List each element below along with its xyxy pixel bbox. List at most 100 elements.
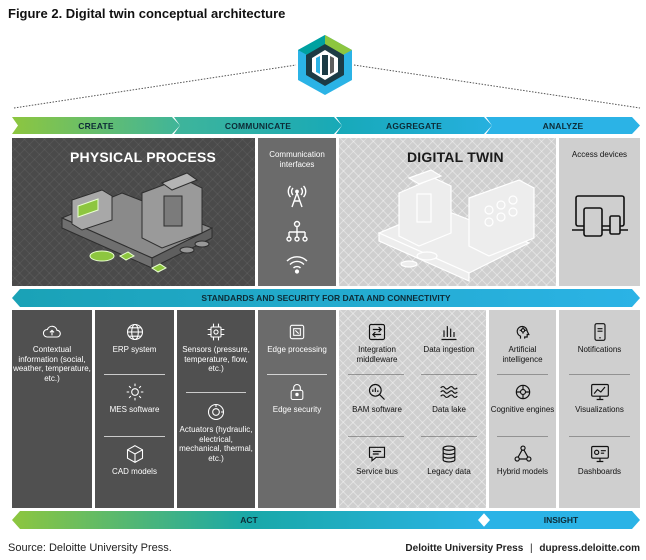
notifications-item: Notifications (559, 322, 640, 355)
integration-item: Integration middleware (339, 322, 415, 364)
standards-banner: STANDARDS AND SECURITY FOR DATA AND CONN… (12, 289, 640, 307)
data-lake-item: Data lake (411, 382, 487, 415)
database-icon (442, 445, 456, 463)
wifi-tower-icon (287, 185, 307, 208)
network-tree-icon (286, 220, 308, 242)
lock-icon (290, 384, 304, 401)
mes-label: MES software (109, 405, 160, 414)
monitor-chart-icon (590, 383, 609, 401)
actuator-icon (207, 403, 225, 421)
edge-security-item: Edge security (258, 382, 336, 415)
machine-illustration (60, 172, 214, 273)
stage-aggregate-label: AGGREGATE (386, 120, 442, 131)
data-ingestion-label: Data ingestion (423, 345, 475, 354)
communication-panel: Communication interfaces (258, 138, 336, 286)
col-devices: Sensors (pressure, temperature, flow, et… (177, 310, 255, 508)
publisher-site: dupress.deloitte.com (539, 543, 640, 554)
standards-banner-label: STANDARDS AND SECURITY FOR DATA AND CONN… (201, 293, 451, 303)
contextual-label: Contextual information (social, weather,… (13, 345, 91, 383)
legacy-item: Legacy data (411, 444, 487, 477)
act-bar: ACT (12, 511, 486, 529)
act-label: ACT (240, 515, 258, 525)
chip-icon (207, 323, 225, 341)
physical-process-heading: PHYSICAL PROCESS (70, 149, 217, 165)
cognitive-icon (515, 384, 530, 400)
edge-chip-icon (289, 324, 305, 340)
sensors-label: Sensors (pressure, temperature, flow, et… (182, 345, 250, 373)
ai-item: Artificial intelligence (489, 322, 556, 364)
cloud-upload-icon (42, 325, 61, 338)
stage-create: CREATE (12, 117, 180, 134)
col-analyze: Artificial intelligence Cognitive engine… (489, 310, 556, 508)
hybrid-item: Hybrid models (489, 444, 556, 477)
erp-item: ERP system (95, 322, 174, 355)
visualizations-item: Visualizations (559, 382, 640, 415)
contextual-item: Contextual information (social, weather,… (12, 322, 92, 383)
magnifier-chart-icon (368, 383, 385, 400)
exchange-icon (368, 323, 386, 341)
stage-communicate-label: COMMUNICATE (224, 120, 292, 131)
col-contextual: Contextual information (social, weather,… (12, 310, 92, 508)
col-insight: Notifications Visualizations Dashboards (559, 310, 640, 508)
globe-icon (126, 323, 143, 341)
legacy-label: Legacy data (427, 467, 471, 476)
wifi-icon (286, 256, 308, 274)
actuators-item: Actuators (hydraulic, electrical, mechan… (177, 402, 255, 463)
bam-label: BAM software (352, 405, 402, 414)
waves-icon (440, 386, 458, 398)
insight-label: INSIGHT (543, 515, 579, 525)
physical-process-panel: PHYSICAL PROCESS (12, 138, 255, 286)
col-edge: Edge processing Edge security (258, 310, 336, 508)
figure-title: Figure 2. Digital twin conceptual archit… (8, 6, 286, 21)
insight-bar: INSIGHT (482, 511, 640, 529)
cube-icon (126, 445, 143, 463)
devices-icon (572, 195, 628, 237)
bar-chart-icon (441, 326, 457, 341)
phone-icon (593, 323, 606, 341)
hybrid-label: Hybrid models (496, 467, 549, 476)
mes-item: MES software (95, 382, 174, 415)
gear-icon (126, 383, 143, 401)
cad-item: CAD models (95, 444, 174, 477)
edge-processing-label: Edge processing (267, 345, 327, 354)
footer-divider: | (530, 543, 533, 554)
wireframe-machine-illustration (377, 169, 535, 282)
digital-twin-panel: DIGITAL TWIN (339, 138, 556, 286)
publisher-name: Deloitte University Press (405, 543, 524, 554)
stage-communicate: COMMUNICATE (174, 117, 342, 134)
ai-label: Artificial intelligence (502, 345, 543, 364)
service-bus-label: Service bus (356, 467, 398, 476)
cad-label: CAD models (112, 467, 157, 476)
visualizations-label: Visualizations (575, 405, 624, 414)
stage-create-label: CREATE (78, 120, 114, 131)
actuators-label: Actuators (hydraulic, electrical, mechan… (179, 425, 253, 463)
cognitive-item: Cognitive engines (489, 382, 556, 415)
network-nodes-icon (514, 445, 531, 462)
integration-label: Integration middleware (356, 345, 398, 364)
digital-twin-heading: DIGITAL TWIN (407, 149, 504, 165)
communication-heading: Communication interfaces (269, 150, 325, 169)
dashboards-item: Dashboards (559, 444, 640, 477)
col-enterprise: ERP system MES software CAD models (95, 310, 174, 508)
stage-aggregate: AGGREGATE (336, 117, 492, 134)
data-lake-label: Data lake (432, 405, 466, 414)
hex-logo-icon (298, 35, 352, 95)
brain-icon (516, 325, 530, 339)
erp-label: ERP system (112, 345, 157, 354)
notifications-label: Notifications (577, 345, 622, 354)
access-devices-heading: Access devices (571, 150, 628, 159)
data-ingestion-item: Data ingestion (411, 322, 487, 355)
access-devices-panel: Access devices (559, 138, 640, 286)
col-aggregate: Integration middleware Data ingestion BA… (339, 310, 486, 508)
edge-processing-item: Edge processing (258, 322, 336, 355)
source-note: Source: Deloitte University Press. (8, 542, 172, 554)
edge-security-label: Edge security (272, 405, 322, 414)
dashboards-label: Dashboards (577, 467, 622, 476)
dashboard-icon (590, 445, 609, 463)
stage-analyze: ANALYZE (486, 117, 640, 134)
service-bus-item: Service bus (339, 444, 415, 477)
cognitive-label: Cognitive engines (490, 405, 555, 414)
bam-item: BAM software (339, 382, 415, 415)
publisher-credit: Deloitte University Press | dupress.delo… (405, 543, 640, 554)
sensors-item: Sensors (pressure, temperature, flow, et… (177, 322, 255, 374)
